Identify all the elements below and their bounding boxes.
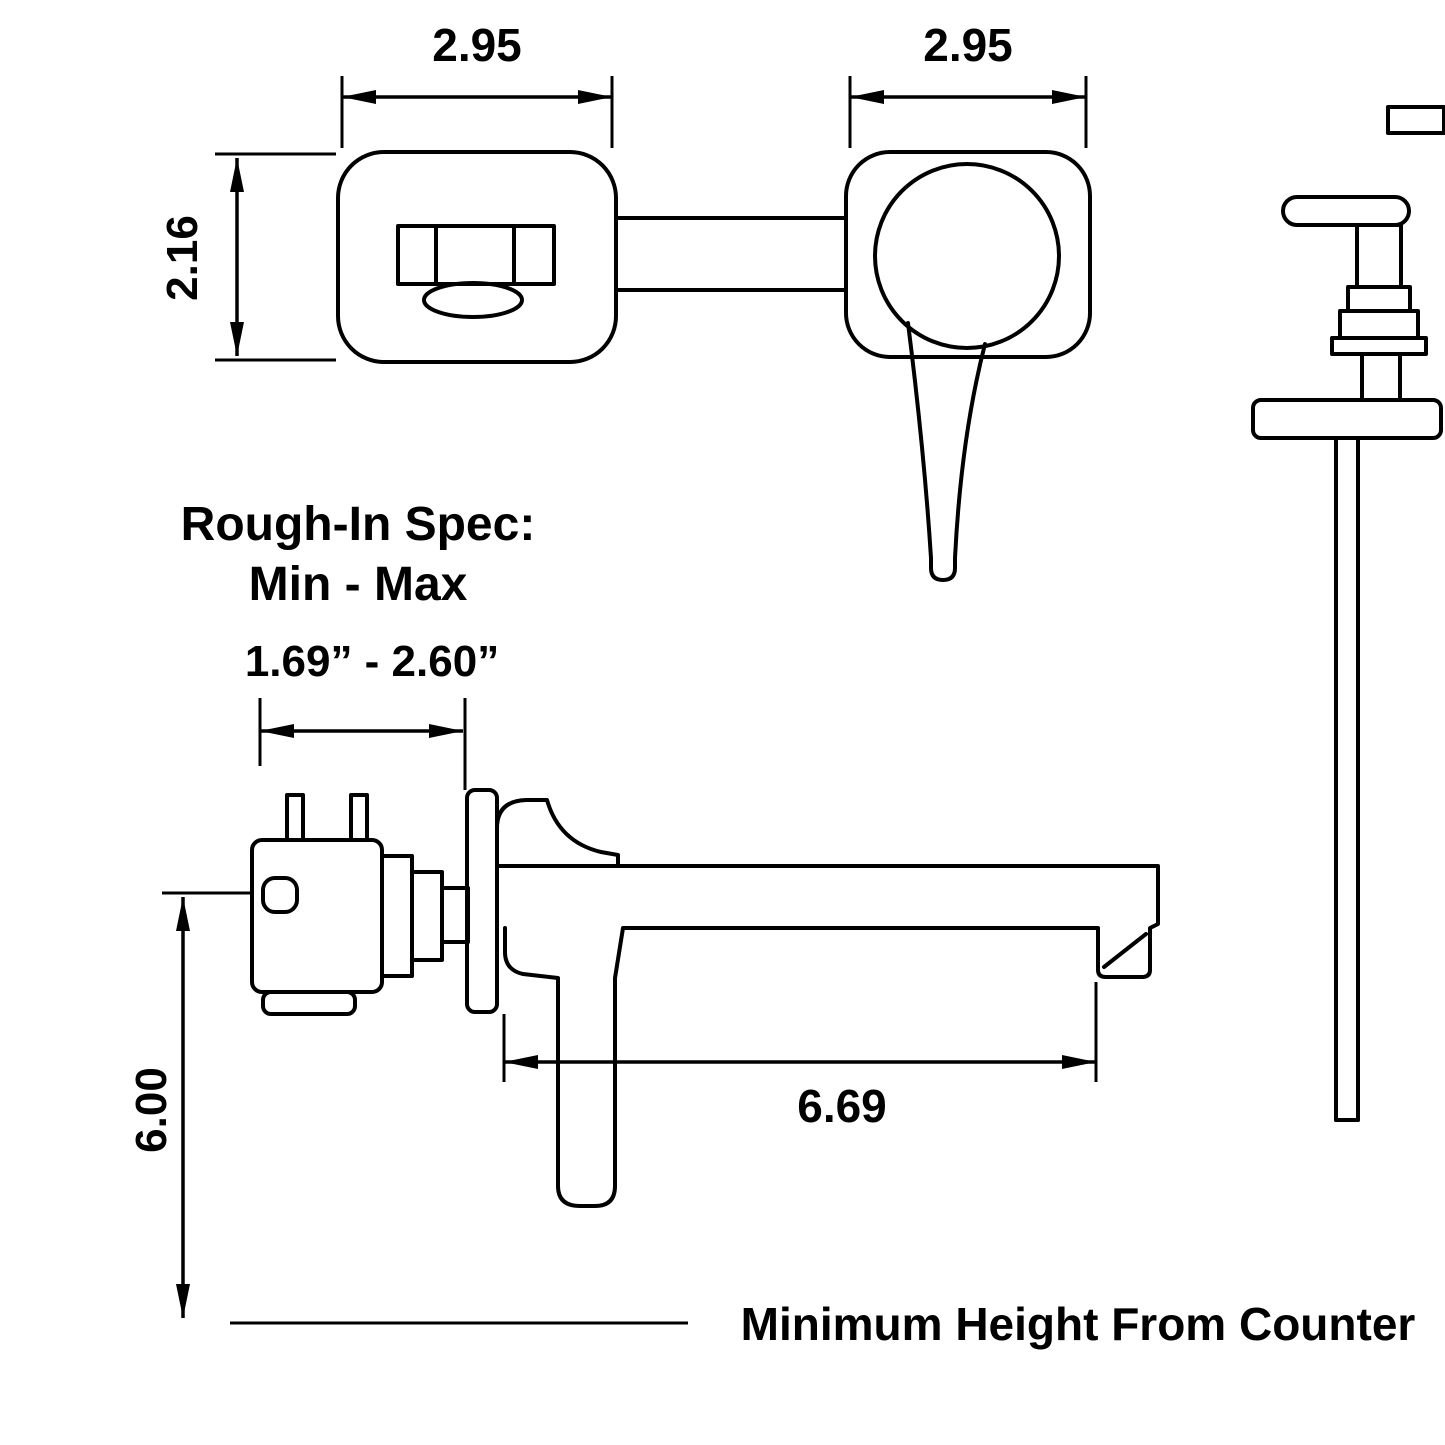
dim-label-plate-height: 2.16	[158, 215, 207, 301]
faucet-side-view	[250, 788, 1160, 1208]
handle-neck	[1360, 352, 1402, 402]
rough-in-subtitle: Min - Max	[249, 558, 468, 611]
dim-handle-plate-width: 2.95	[848, 19, 1088, 148]
handle-collar-upper	[1346, 285, 1412, 313]
spout-mounting-bracket	[396, 224, 556, 286]
handle-base-circle	[873, 162, 1061, 350]
handle-trim-side-view	[1251, 105, 1445, 1122]
valve-prong-left	[285, 793, 305, 842]
spout-escutcheon-plate	[336, 150, 618, 364]
escutcheon-plate-side	[465, 788, 499, 1014]
spout-body	[495, 864, 1160, 979]
handle-lever-front	[906, 321, 987, 582]
valve-foot	[261, 990, 357, 1016]
rough-in-title: Rough-In Spec:	[181, 498, 536, 551]
handle-trim-front-view	[844, 150, 1092, 582]
dim-label-spout-plate-width: 2.95	[432, 19, 522, 71]
handle-lever-side	[1281, 195, 1411, 227]
dim-rough-in-depth	[258, 698, 467, 790]
handle-top-cap	[1386, 105, 1445, 135]
dim-spout-plate-width: 2.95	[340, 19, 614, 148]
handle-escutcheon-plate	[844, 150, 1092, 359]
dim-label-min-height: 6.00	[127, 1067, 176, 1153]
dim-label-handle-plate-width: 2.95	[923, 19, 1013, 71]
dim-min-height: 6.00	[127, 891, 252, 1318]
counter-label: Minimum Height From Counter	[741, 1298, 1416, 1350]
valve-prong-right	[349, 793, 369, 842]
rough-in-spec-label: Rough-In Spec: Min - Max 1.69” - 2.60”	[181, 498, 536, 686]
spout-mount-cam	[495, 798, 620, 866]
dim-spout-reach: 6.69	[502, 982, 1098, 1132]
dim-label-spout-reach: 6.69	[797, 1080, 887, 1132]
trim-connector	[614, 216, 848, 292]
valve-body	[250, 838, 384, 994]
spout-trim-front-view	[336, 150, 618, 364]
spout-outlet-stub	[422, 281, 524, 319]
aerator-face-line	[1102, 932, 1148, 969]
handle-lever-down	[503, 926, 625, 1208]
dim-plate-height: 2.16	[158, 152, 336, 362]
valve-port-detail	[261, 876, 299, 914]
handle-stem	[1355, 223, 1403, 289]
handle-base-ring	[1330, 336, 1428, 356]
counter-reference: Minimum Height From Counter	[230, 1298, 1415, 1350]
valve-neck	[440, 886, 470, 944]
rough-in-range: 1.69” - 2.60”	[245, 637, 499, 686]
valve-step-outer	[380, 854, 414, 978]
handle-escutcheon-side	[1251, 398, 1443, 440]
handle-collar-lower	[1338, 309, 1420, 340]
valve-step-inner	[410, 870, 444, 962]
